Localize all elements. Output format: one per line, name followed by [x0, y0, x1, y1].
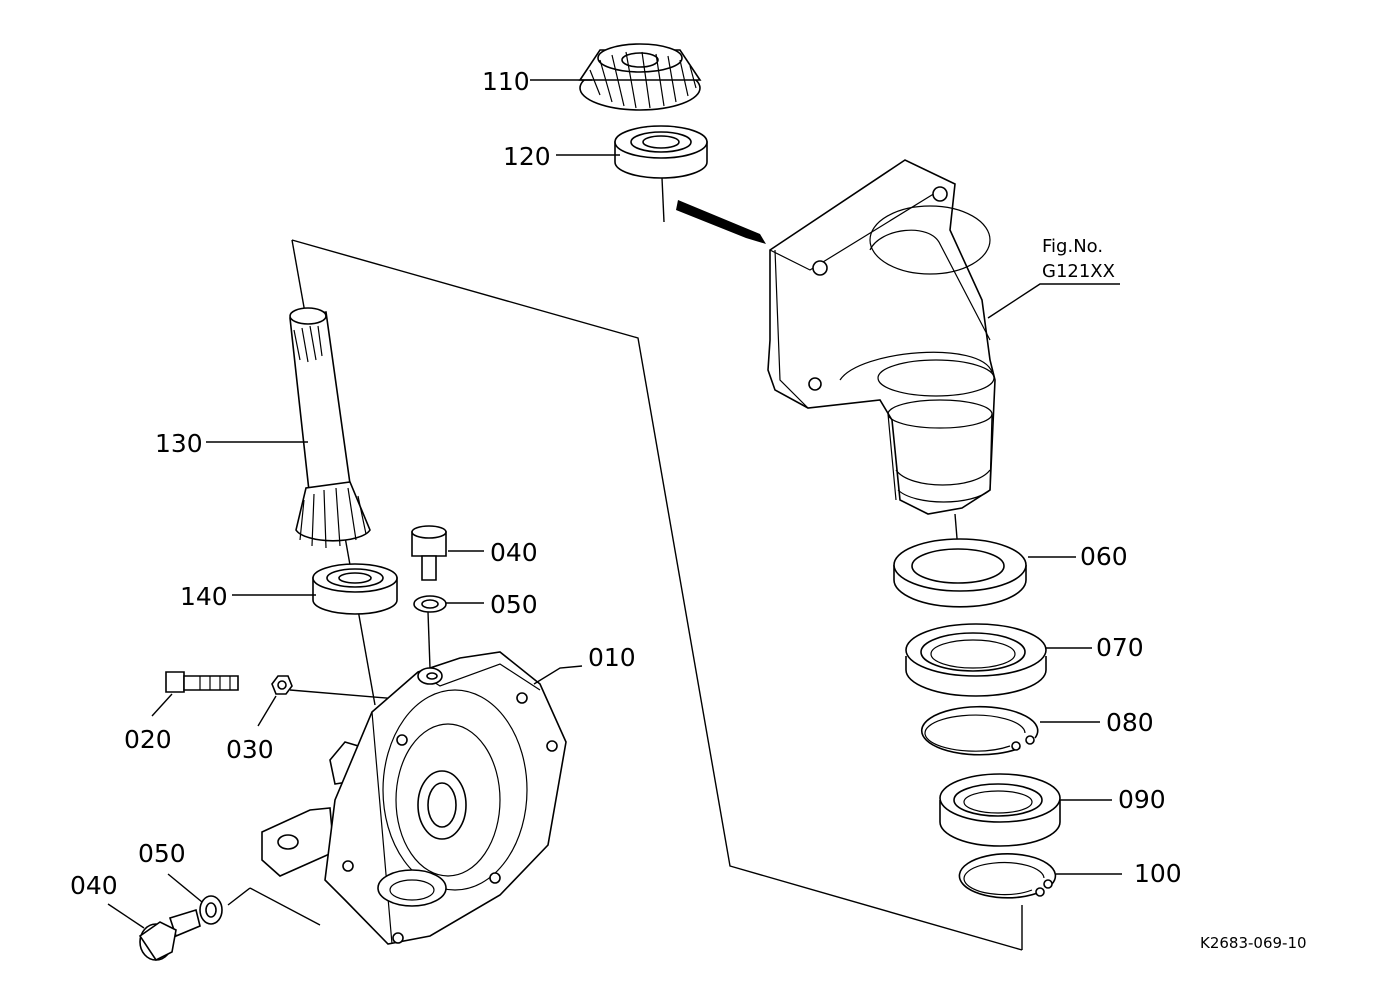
label-020: 020	[124, 725, 172, 754]
bearing-120	[614, 125, 708, 179]
label-110: 110	[482, 67, 530, 96]
label-040-top: 040	[490, 538, 538, 567]
bearing-140	[312, 563, 398, 615]
pinion-shaft-130	[289, 307, 371, 549]
plug-bolt-040-bottom	[138, 908, 201, 962]
label-030: 030	[226, 735, 274, 764]
bevel-gear-110	[578, 43, 702, 111]
housing-010	[261, 651, 567, 945]
label-080: 080	[1106, 708, 1154, 737]
label-040-bottom: 040	[70, 871, 118, 900]
label-060: 060	[1080, 542, 1128, 571]
snap-ring-080	[920, 705, 1039, 756]
label-050-top: 050	[490, 590, 538, 619]
label-100: 100	[1134, 859, 1182, 888]
bearing-070	[905, 623, 1047, 697]
label-120: 120	[503, 142, 551, 171]
fig-ref-line2: G121XX	[1042, 261, 1115, 282]
snap-ring-100	[958, 853, 1057, 899]
leader-lines	[107, 79, 1122, 929]
nut-030	[271, 675, 293, 695]
direction-arrow	[676, 200, 766, 244]
label-130: 130	[155, 429, 203, 458]
label-070: 070	[1096, 633, 1144, 662]
bolt-020	[165, 671, 239, 693]
bearing-090	[939, 773, 1061, 847]
washer-050-bottom	[199, 895, 223, 925]
fig-ref-line1: Fig.No.	[1042, 236, 1103, 257]
plug-bolt-040-top	[411, 525, 447, 581]
housing-g121xx	[767, 159, 996, 576]
label-010: 010	[588, 643, 636, 672]
label-140: 140	[180, 582, 228, 611]
label-050-bottom: 050	[138, 839, 186, 868]
drawing-id: K2683-069-10	[1200, 934, 1307, 952]
label-090: 090	[1118, 785, 1166, 814]
oil-seal-060	[893, 538, 1027, 608]
washer-050-top	[413, 595, 447, 613]
